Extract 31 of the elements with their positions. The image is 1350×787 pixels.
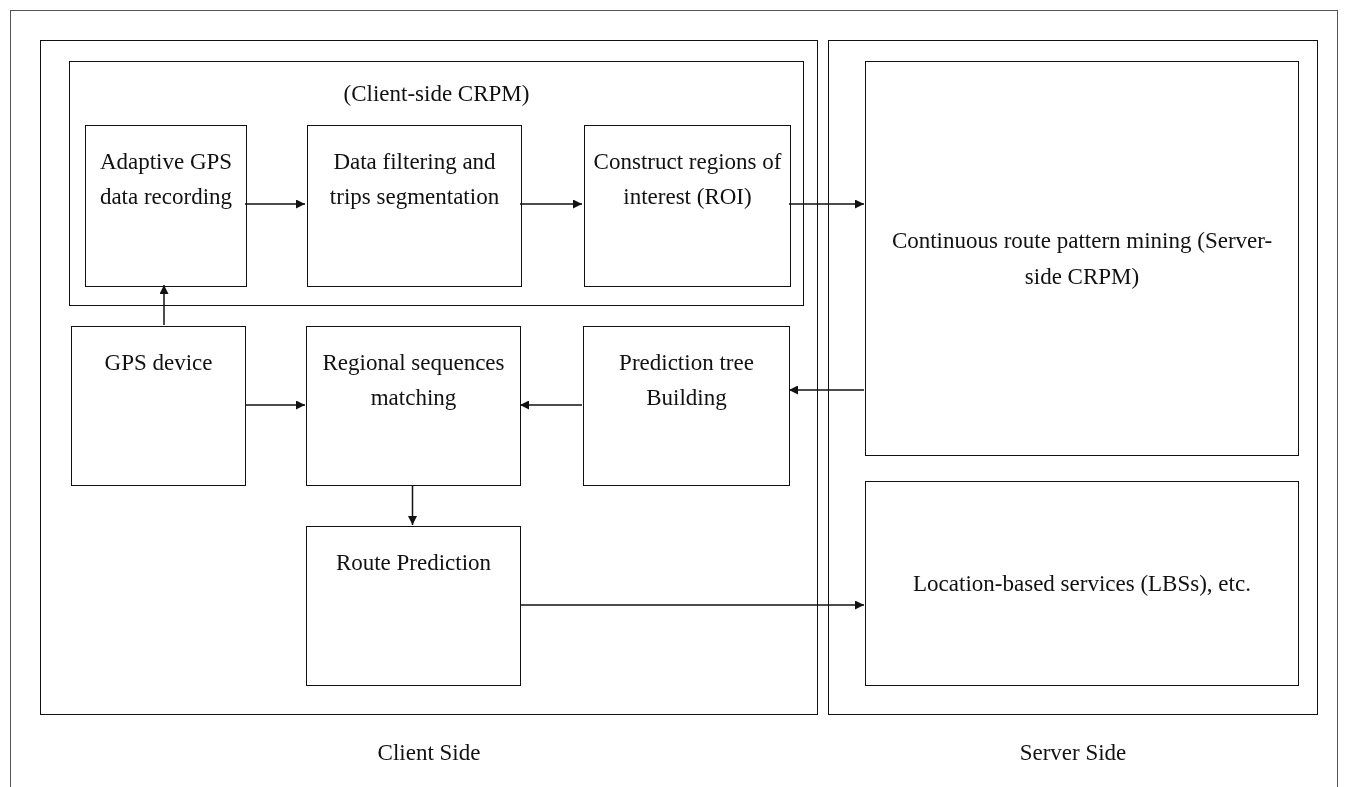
box-label: Adaptive GPS data recording	[98, 148, 234, 211]
process-box	[85, 125, 247, 287]
box-label: Continuous route pattern mining (Server-side CRPM)	[890, 226, 1274, 291]
panel-heading: Client Side	[376, 740, 482, 766]
box-label: GPS device	[104, 349, 213, 377]
arrow	[788, 385, 865, 395]
box-label: Location-based services (LBSs), etc.	[913, 569, 1251, 598]
process-box	[307, 125, 522, 287]
process-box	[306, 326, 521, 486]
arrow	[244, 199, 306, 209]
panel-heading: Server Side	[1018, 740, 1128, 766]
arrow	[519, 199, 583, 209]
arrow	[519, 600, 865, 610]
box-label: Prediction tree Building	[618, 349, 755, 412]
process-box	[865, 481, 1299, 686]
process-box	[584, 125, 791, 287]
arrow	[788, 199, 865, 209]
arrow	[159, 284, 169, 326]
box-label: Route Prediction	[335, 549, 492, 577]
box-label: Construct regions of interest (ROI)	[593, 148, 782, 211]
box-label: Regional sequences matching	[321, 349, 506, 412]
process-box	[306, 526, 521, 686]
group-label: (Client-side CRPM)	[343, 80, 530, 108]
arrow	[408, 484, 417, 526]
arrow	[244, 400, 306, 410]
arrow	[519, 400, 583, 410]
group-box	[69, 61, 804, 306]
process-box	[865, 61, 1299, 456]
process-box	[71, 326, 246, 486]
box-label: Data filtering and trips segmentation	[328, 148, 501, 211]
process-box	[583, 326, 790, 486]
